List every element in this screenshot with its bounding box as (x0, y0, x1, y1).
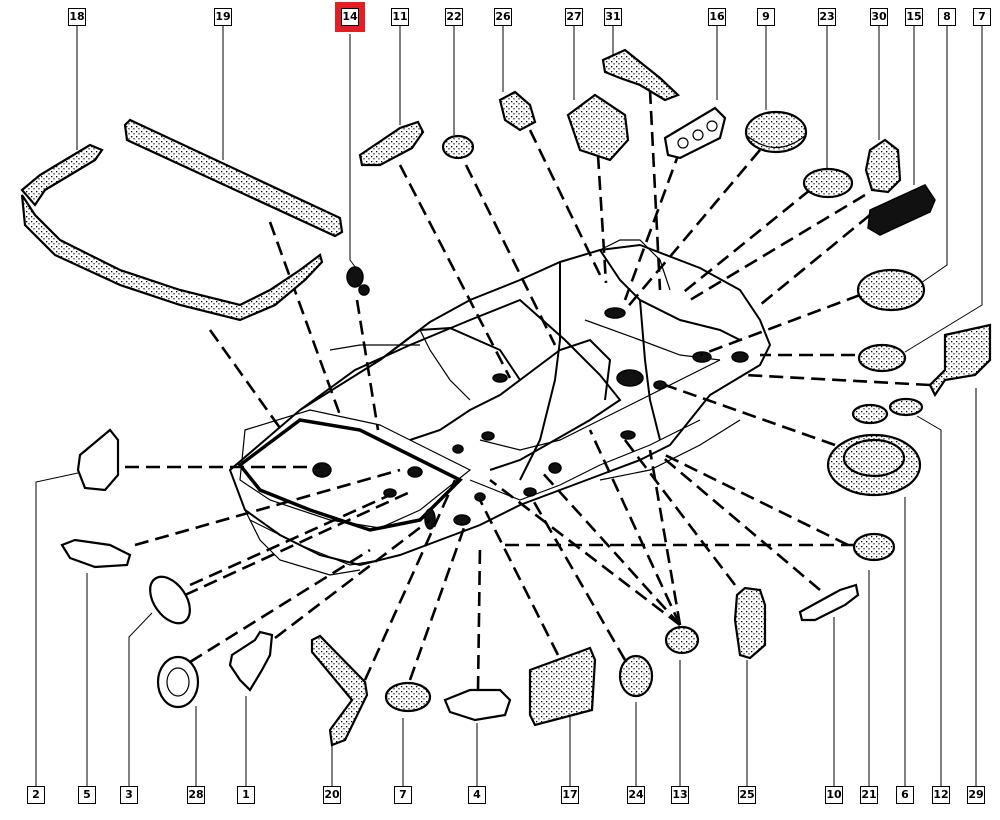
part-22-plug[interactable] (441, 134, 475, 160)
callout-24[interactable]: 24 (627, 786, 645, 804)
part-31-strip[interactable] (601, 48, 681, 102)
part-27-insulator[interactable] (566, 93, 630, 162)
part-7-plug-top[interactable] (857, 343, 907, 373)
callout-4[interactable]: 4 (468, 786, 486, 804)
callout-7-bottom[interactable]: 7 (394, 786, 412, 804)
part-14-plug[interactable] (346, 266, 370, 296)
callout-30[interactable]: 30 (870, 8, 888, 26)
part-20-strip[interactable] (310, 634, 369, 747)
part-8-plug[interactable] (856, 268, 926, 312)
part-4-seal[interactable] (443, 688, 512, 722)
part-2-bracket[interactable] (76, 428, 120, 492)
part-9-disc[interactable] (744, 110, 808, 154)
part-19-cross-member-seal[interactable] (123, 118, 344, 238)
callout-21[interactable]: 21 (860, 786, 878, 804)
leader-lines-bottom (35, 388, 977, 787)
callout-16[interactable]: 16 (708, 8, 726, 26)
callout-19[interactable]: 19 (214, 8, 232, 26)
callout-22[interactable]: 22 (445, 8, 463, 26)
part-23-plug[interactable] (802, 167, 854, 199)
callout-3[interactable]: 3 (120, 786, 138, 804)
part-5-seal[interactable] (60, 538, 132, 569)
part-17-insulator[interactable] (528, 646, 597, 727)
part-18-frame-seal[interactable] (20, 143, 324, 322)
part-21-plug[interactable] (852, 532, 896, 562)
part-24-plug[interactable] (618, 654, 654, 698)
callout-25[interactable]: 25 (738, 786, 756, 804)
callout-20[interactable]: 20 (323, 786, 341, 804)
part-3-plug[interactable] (142, 570, 198, 631)
part-15-bracket[interactable] (867, 184, 936, 236)
callout-1[interactable]: 1 (237, 786, 255, 804)
part-11-seal[interactable] (358, 120, 425, 167)
callout-27[interactable]: 27 (565, 8, 583, 26)
callout-15[interactable]: 15 (905, 8, 923, 26)
callout-5[interactable]: 5 (78, 786, 96, 804)
callout-26[interactable]: 26 (494, 8, 512, 26)
callout-31[interactable]: 31 (604, 8, 622, 26)
part-7-plug-bottom[interactable] (384, 681, 432, 713)
part-28-ring[interactable] (156, 655, 200, 709)
leader-lines-top (76, 25, 983, 353)
part-30-insulator[interactable] (864, 138, 902, 194)
part-26-bracket[interactable] (498, 90, 537, 132)
callout-23[interactable]: 23 (818, 8, 836, 26)
part-13-plug[interactable] (664, 625, 700, 655)
callout-11[interactable]: 11 (391, 8, 409, 26)
callout-6[interactable]: 6 (896, 786, 914, 804)
callout-13[interactable]: 13 (671, 786, 689, 804)
callout-2[interactable]: 2 (27, 786, 45, 804)
callout-14-highlighted[interactable]: 14 (335, 2, 365, 32)
callout-29[interactable]: 29 (967, 786, 985, 804)
callout-7-top[interactable]: 7 (973, 8, 991, 26)
callout-18[interactable]: 18 (68, 8, 86, 26)
car-body-shell (228, 239, 772, 576)
callout-28[interactable]: 28 (187, 786, 205, 804)
callout-12[interactable]: 12 (932, 786, 950, 804)
part-29-insulator[interactable] (928, 323, 992, 398)
part-10-seal[interactable] (798, 583, 860, 622)
part-16-bracket[interactable] (663, 106, 727, 160)
assembly-lines (125, 89, 931, 691)
part-6-disc[interactable] (826, 433, 922, 497)
part-25-insulator[interactable] (733, 586, 767, 660)
part-1-bracket[interactable] (228, 630, 274, 692)
callout-17[interactable]: 17 (561, 786, 579, 804)
callout-9[interactable]: 9 (757, 8, 775, 26)
part-12-seal[interactable] (851, 397, 924, 425)
callout-8[interactable]: 8 (938, 8, 956, 26)
callout-10[interactable]: 10 (825, 786, 843, 804)
